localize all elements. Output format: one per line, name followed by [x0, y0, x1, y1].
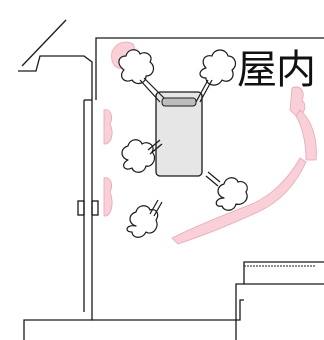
puff-right-lower [205, 171, 248, 211]
foundation [23, 299, 244, 340]
room-label: 屋内 [237, 47, 316, 93]
puff-left-middle [121, 139, 163, 173]
roof-eave [18, 19, 93, 100]
pink-highlights [103, 41, 317, 245]
airflow-puffs [118, 49, 248, 238]
glow-right-mid [295, 109, 317, 161]
indoor-unit-body [155, 91, 203, 177]
room-outline [95, 37, 324, 100]
indoor-unit-vent [161, 97, 197, 107]
indoor-unit [155, 91, 203, 177]
puff-top-left [118, 49, 165, 103]
exterior-wall [77, 99, 99, 312]
glow-bottom-arc [171, 157, 307, 245]
glow-left-wall [103, 109, 113, 217]
wall-bracket [77, 200, 85, 216]
puff-left-lower [126, 199, 163, 238]
puff-top-right [195, 49, 237, 103]
floor-step [235, 261, 324, 340]
